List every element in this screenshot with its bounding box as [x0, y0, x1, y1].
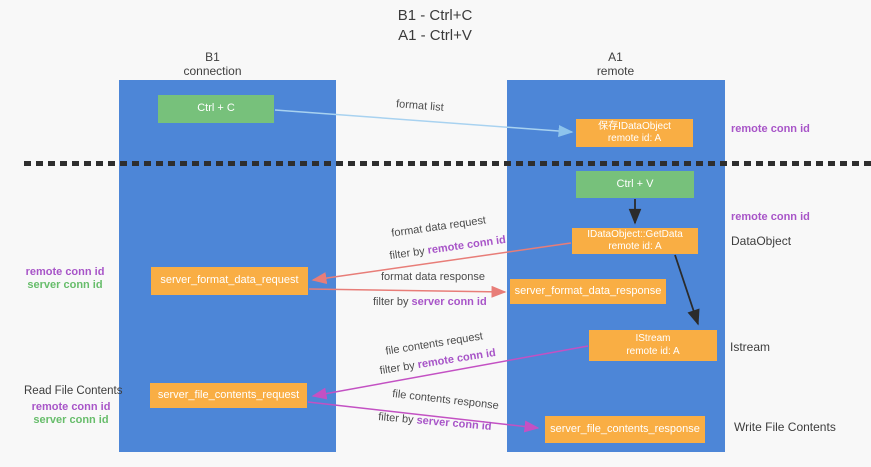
- filter-by-text: filter by: [378, 359, 419, 378]
- ctrl-c-node: Ctrl + C: [158, 95, 274, 123]
- filter-by-text: filter by: [373, 296, 412, 308]
- lane-header-a1: A1 remote: [507, 50, 724, 78]
- dataobject-label: DataObject: [731, 234, 792, 248]
- title-line-1: B1 - Ctrl+C: [397, 7, 473, 24]
- left2-remote-conn-id-label: remote conn id: [31, 401, 111, 413]
- idataobject-getdata-node: IDataObject::GetData remote id: A: [572, 228, 698, 254]
- server-file-contents-response-node: server_file_contents_response: [545, 416, 705, 443]
- filter-by-text: filter by: [377, 411, 418, 427]
- right-top-remote-conn-id-label: remote conn id: [731, 123, 810, 135]
- server-format-data-response-label: server_format_data_response: [514, 284, 662, 297]
- istream-line2: remote id: A: [626, 345, 680, 357]
- file-contents-response-filter: filter by server conn id: [378, 411, 492, 433]
- getdata-line2: remote id: A: [608, 241, 662, 252]
- istream-node: IStream remote id: A: [589, 330, 717, 361]
- server-conn-id-key: server conn id: [411, 296, 487, 308]
- ctrl-v-label: Ctrl + V: [616, 177, 654, 190]
- server-format-data-request-label: server_format_data_request: [160, 274, 299, 287]
- diagram-title: B1 - Ctrl+C A1 - Ctrl+V: [340, 6, 530, 46]
- format-list-label: format list: [395, 98, 445, 114]
- file-contents-response-label: file contents response: [391, 387, 500, 413]
- write-file-contents-label: Write File Contents: [734, 420, 836, 434]
- server-file-contents-response-label: server_file_contents_response: [550, 422, 700, 435]
- title-line-2: A1 - Ctrl+V: [398, 27, 472, 44]
- server-file-contents-request-label: server_file_contents_request: [157, 388, 300, 401]
- format-data-response-label: format data response: [381, 271, 485, 283]
- format-data-response-arrow: [308, 285, 507, 298]
- format-data-request-filter: filter by remote conn id: [389, 234, 507, 262]
- format-data-request-label: format data request: [390, 214, 487, 240]
- lane-b1-name: B1: [205, 50, 220, 64]
- ctrl-c-label: Ctrl + C: [197, 102, 235, 115]
- ctrl-v-node: Ctrl + V: [576, 171, 694, 198]
- remote-conn-id-key: remote conn id: [426, 233, 507, 257]
- lane-b1-subtitle: connection: [183, 64, 242, 78]
- save-idataobject-line1: 保存IDataObject: [598, 120, 671, 132]
- machine-boundary-dashed-line: [24, 161, 871, 166]
- server-file-contents-request-node: server_file_contents_request: [150, 383, 307, 408]
- left2-server-conn-id-label: server conn id: [33, 414, 109, 426]
- read-file-contents-label: Read File Contents: [24, 385, 123, 397]
- format-data-response-filter: filter by server conn id: [373, 296, 487, 308]
- filter-by-text: filter by: [388, 244, 429, 263]
- save-idataobject-node: 保存IDataObject remote id: A: [576, 119, 693, 147]
- lane-a1-subtitle: remote: [596, 64, 635, 78]
- left-file-conn-ids: Read File Contents remote conn id server…: [24, 385, 123, 427]
- server-conn-id-key: server conn id: [416, 414, 493, 433]
- istream-side-label: Istream: [730, 340, 771, 354]
- getdata-line1: IDataObject::GetData: [587, 228, 683, 240]
- save-idataobject-line2: remote id: A: [607, 133, 662, 144]
- left-server-conn-id-label: server conn id: [27, 279, 103, 291]
- right-mid-remote-conn-id-label: remote conn id: [731, 211, 810, 223]
- left-format-conn-ids: remote conn id server conn id: [20, 266, 110, 292]
- lane-a1-name: A1: [608, 50, 623, 64]
- server-format-data-response-node: server_format_data_response: [510, 279, 666, 304]
- istream-line1: IStream: [635, 333, 671, 344]
- left-remote-conn-id-label: remote conn id: [25, 266, 105, 278]
- lane-header-b1: B1 connection: [120, 50, 305, 78]
- server-format-data-request-node: server_format_data_request: [151, 267, 308, 295]
